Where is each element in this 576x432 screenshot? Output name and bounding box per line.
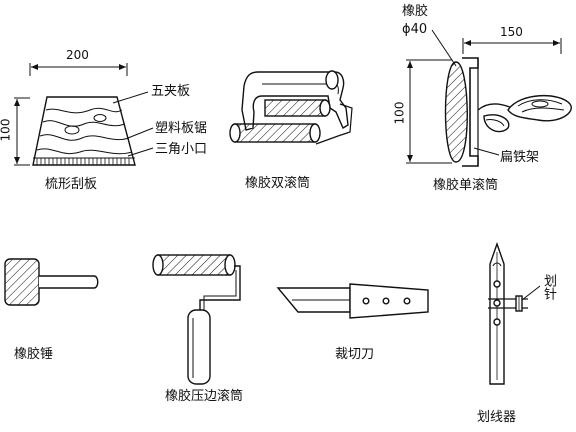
- single-roller-note-diameter: ϕ40: [402, 22, 428, 37]
- comb-scraper-width-dim: 200: [66, 48, 89, 62]
- cutter-drawing: [276, 283, 429, 319]
- single-roller-drawing: [406, 29, 572, 167]
- cutter-caption: 裁切刀: [335, 347, 375, 362]
- comb-scraper-note-saw: 塑料板锯: [155, 121, 208, 136]
- edge-roller-drawing: [152, 254, 241, 385]
- comb-scraper-drawing: [14, 63, 154, 166]
- single-roller-note-frame: 扁铁架: [500, 150, 540, 165]
- single-roller-caption: 橡胶单滚筒: [433, 178, 499, 193]
- edge-roller-caption: 橡胶压边滚筒: [165, 389, 244, 404]
- comb-scraper-caption: 梳形刮板: [45, 177, 98, 192]
- single-roller-width-dim: 150: [500, 25, 523, 39]
- marker-drawing: [488, 241, 541, 385]
- marker-note-needle: 划针: [541, 274, 556, 300]
- marker-caption: 划线器: [477, 410, 517, 425]
- double-roller-drawing: [229, 70, 353, 145]
- comb-scraper-note-plywood: 五夹板: [151, 84, 191, 99]
- comb-scraper-note-notch: 三角小口: [155, 142, 208, 157]
- double-roller-caption: 橡胶双滚筒: [245, 176, 311, 191]
- single-roller-height-dim: 100: [392, 101, 407, 125]
- rubber-hammer-drawing: [4, 258, 99, 306]
- comb-scraper-height-dim: 100: [0, 118, 13, 142]
- rubber-hammer-caption: 橡胶锤: [14, 347, 54, 362]
- single-roller-note-rubber: 橡胶: [402, 4, 429, 19]
